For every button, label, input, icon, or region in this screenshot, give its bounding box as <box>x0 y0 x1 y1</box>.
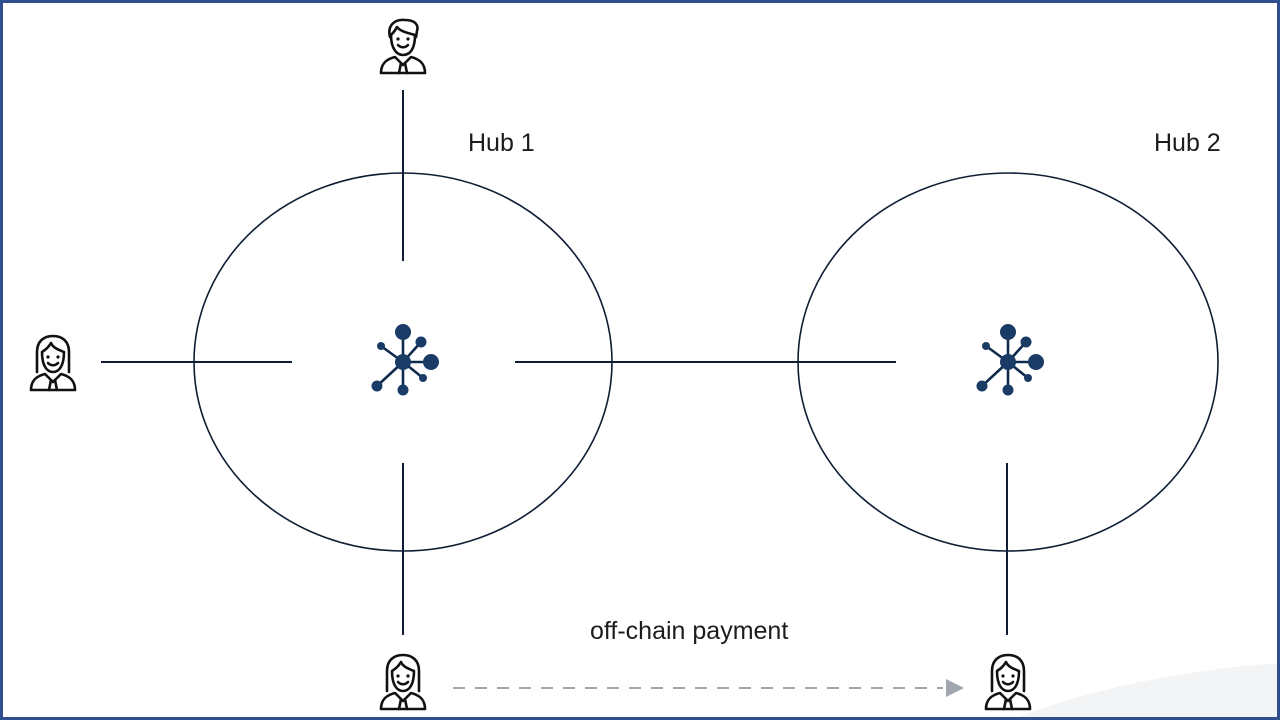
background-swoosh <box>1018 663 1277 717</box>
network-hub-icon <box>975 322 1046 397</box>
woman-user-icon <box>29 334 77 392</box>
payment-label: off-chain payment <box>590 617 789 645</box>
hub-2-label: Hub 2 <box>1154 129 1221 157</box>
network-hub-icon <box>370 322 441 397</box>
man-user-icon <box>379 18 427 75</box>
arrow-head-icon <box>946 679 964 697</box>
woman-user-icon <box>379 653 427 711</box>
hub-1-label: Hub 1 <box>468 129 535 157</box>
woman-user-icon <box>984 653 1032 711</box>
diagram-canvas <box>29 18 1277 717</box>
